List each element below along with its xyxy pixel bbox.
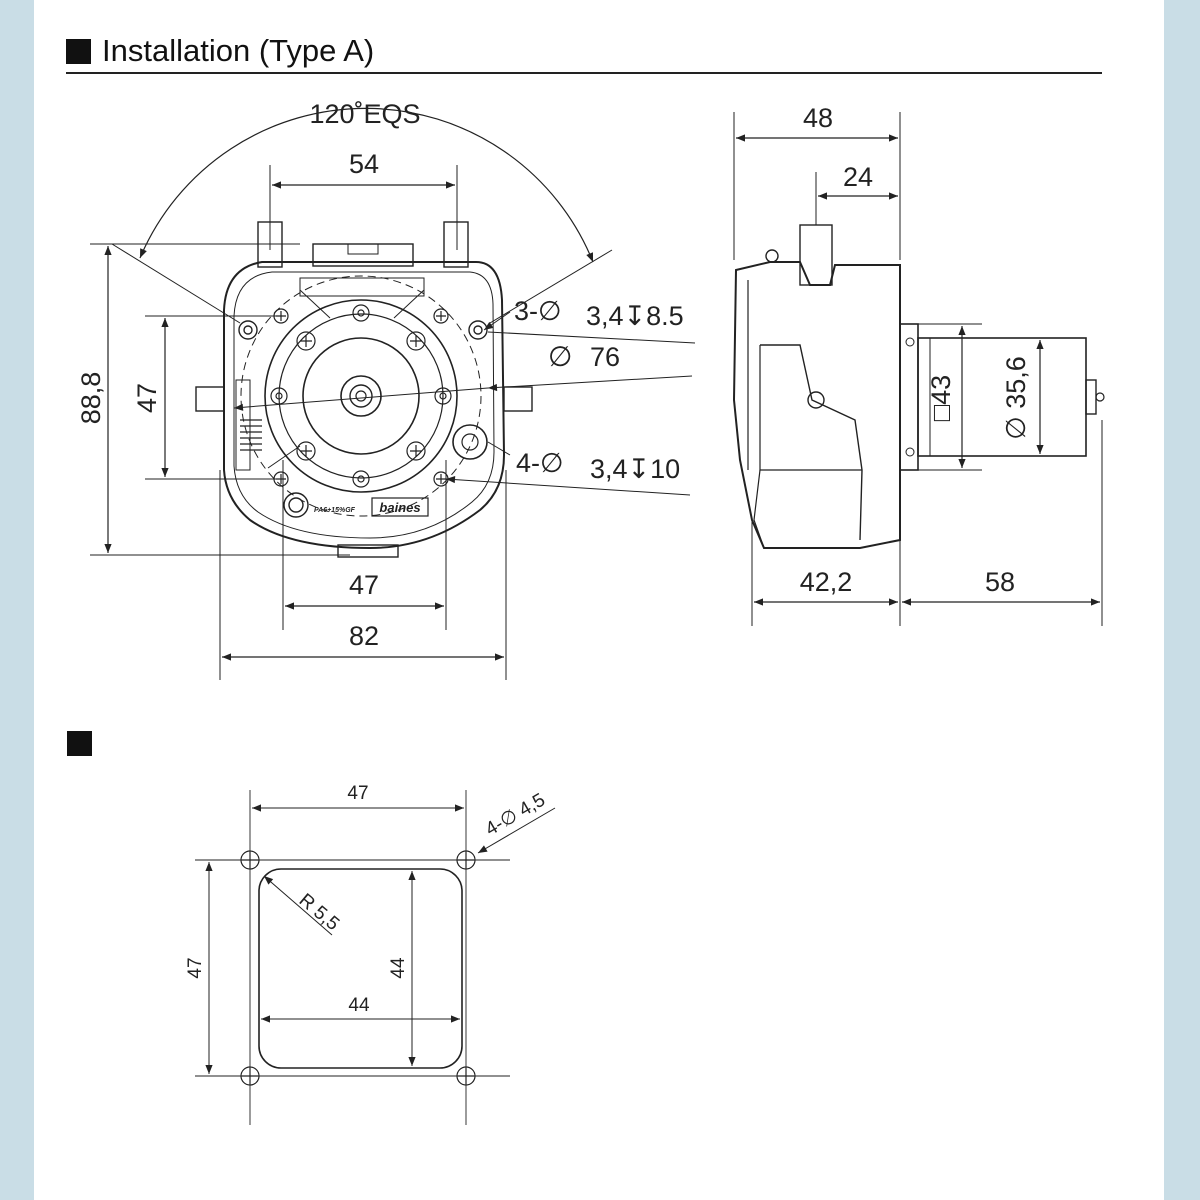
page-title: Installation (Type A) [102,33,375,68]
brand-plate [371,497,429,517]
rotor-ring-outer [264,299,458,493]
spring-housing [235,379,251,471]
hook-top [765,249,779,263]
shaft-outer [340,375,382,417]
radius-leader [263,875,333,936]
cutout-outline [258,868,463,1069]
dia-35-6-label: ∅ 35,6 [1001,356,1031,440]
hole-leader [477,807,556,854]
dim-48-label: 48 [803,103,833,133]
shaft-center [355,390,367,402]
dim-82-label: 82 [349,621,379,651]
adjust-knob [452,424,488,460]
motor-terminal [1095,392,1105,402]
pump-housing-outline [223,261,506,550]
square-43-label: □43 [926,375,956,421]
tube-stub-left [257,221,283,268]
rotor-core [302,337,420,455]
dim-47-vertical-label: 47 [132,383,162,413]
arc-leader-right [489,249,613,324]
side-tab-left [195,386,225,412]
square-bullet-icon [67,731,92,756]
pump-housing-inner [233,271,495,539]
dia-76-circle [240,275,482,517]
dim-88-8-label: 88,8 [76,372,106,425]
leader-3-arrow [483,311,511,331]
bottom-tab [337,544,399,558]
front-view [90,107,696,680]
header-rule [66,72,1102,74]
left-border [0,0,34,1200]
cutout-dim-44-horizontal: 44 [348,995,370,1016]
cutout-dim-47-left: 47 [185,957,206,978]
cutout-dim-44-vertical: 44 [388,957,409,979]
hole-note-4-size: 3,4↧10 [590,454,680,484]
arc-leader-left [111,243,241,324]
pump-head-body [732,261,901,549]
tube-stub-top [799,224,833,286]
flange-bolt [905,447,915,457]
leader-4-holes [445,475,691,496]
leader-dia-76 [487,375,693,392]
hole-note-3-size: 3,4↧8.5 [586,301,684,331]
cutout-radius-label: R 5,5 [295,890,343,935]
connector-latch [347,243,379,255]
leader-knob [487,441,511,456]
pump-head-panels [747,280,862,471]
leader-3-holes [487,331,696,344]
rotor-ring-inner [278,313,444,479]
dim-54-label: 54 [349,149,379,179]
material-mark: PA6+15%GF [314,507,356,514]
motor-end-cap [1085,379,1097,415]
cutout-holes [240,850,476,1086]
dia-76-label: 76 [590,342,620,372]
adjust-knob-center [461,433,479,451]
leader-dia-76-left [233,387,489,411]
cutout-dim-47-top: 47 [347,783,368,804]
tube-stub-right [443,221,469,268]
side-view [732,112,1105,626]
dim-58-label: 58 [985,567,1015,597]
hook-middle [807,391,825,409]
square-bullet-icon [66,38,91,64]
section-header: Installation (Type A) [66,30,374,72]
top-window [299,277,425,297]
dim-42-2-label: 42,2 [800,567,853,597]
section-2-marker [67,731,103,761]
dia-76-symbol: ∅ [548,341,572,372]
mount-holes-3 [238,320,488,518]
dim-47-bottom-label: 47 [349,570,379,600]
right-border [1164,0,1200,1200]
rotor-screws [296,331,426,461]
angle-arc [139,107,594,263]
dim-24-label: 24 [843,162,873,192]
shaft-inner [349,384,373,408]
cutout-holes-label: 4-∅ 4,5 [482,790,549,841]
angle-label: 120˚EQS [309,99,420,129]
side-tab-right [503,386,533,412]
pump-head-base [753,469,765,549]
ring-bolts [270,304,452,488]
hole-note-3-count: 3-∅ [514,296,562,326]
housing-ribs [267,289,425,469]
mount-holes-4 [273,308,449,487]
panel-cutout-view [195,790,556,1125]
spring-clamp [240,419,262,451]
brand-logo: baines [379,500,420,515]
hole-note-4-count: 4-∅ [516,448,564,478]
pump-head-cover [760,344,863,541]
flange-bolt [905,337,915,347]
